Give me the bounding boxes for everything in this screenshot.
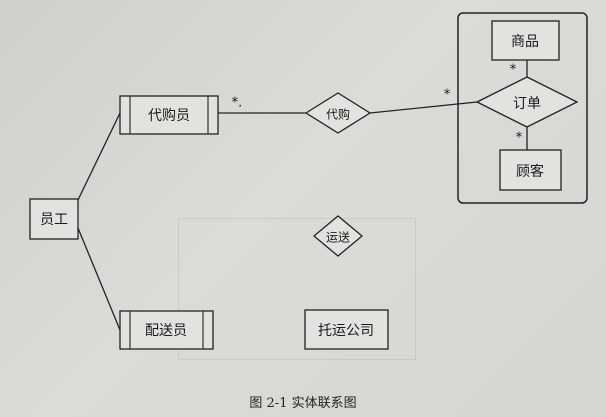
- purchase-order-line: [369, 101, 478, 114]
- employee-box: [29, 198, 79, 240]
- employee-purchaser-line: [77, 112, 121, 201]
- background-bleed-table: [178, 218, 416, 360]
- employee-deliverer-line: [77, 227, 121, 331]
- shipping-company-box: [304, 309, 389, 350]
- order-multiplicity: *: [443, 87, 451, 103]
- order-aggregate-box: [457, 12, 588, 204]
- product-box: [491, 20, 560, 61]
- employee-label: 员工: [40, 212, 68, 228]
- purchaser-multiplicity: *.: [231, 95, 243, 111]
- purchase-diamond: [304, 92, 372, 134]
- purchaser-label: 代购员: [148, 108, 190, 124]
- product-label: 商品: [511, 34, 539, 50]
- transport-label: 运送: [325, 230, 351, 245]
- purchase-label: 代购: [325, 107, 351, 122]
- customer-multiplicity: *: [515, 130, 523, 146]
- purchaser-box: [119, 95, 219, 135]
- deliverer-label: 配送员: [145, 323, 187, 339]
- transport-diamond: [312, 215, 364, 257]
- deliverer-box: [119, 310, 214, 350]
- shipping-company-label: 托运公司: [318, 323, 374, 339]
- order-label: 订单: [513, 96, 541, 112]
- product-multiplicity: *: [509, 62, 517, 78]
- order-diamond: [475, 76, 579, 128]
- figure-caption: 图 2-1 实体联系图: [249, 396, 357, 411]
- customer-label: 顾客: [516, 164, 544, 180]
- customer-box: [499, 149, 562, 191]
